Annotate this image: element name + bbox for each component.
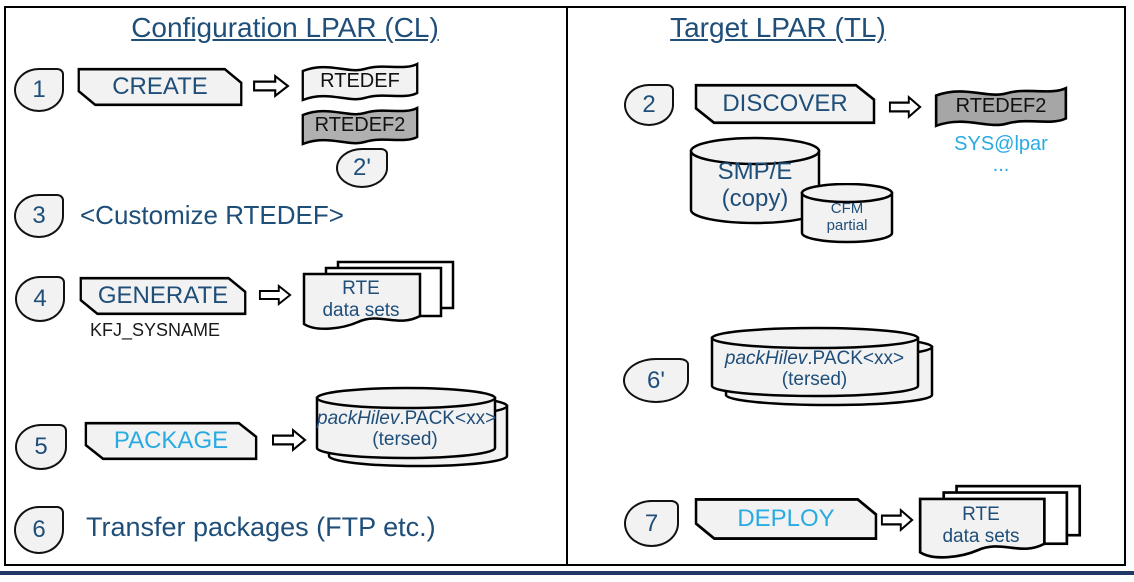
package-cylinder-shape bbox=[315, 386, 509, 468]
step-badge-6: 6 bbox=[14, 506, 64, 554]
arrow-right-icon bbox=[253, 74, 290, 98]
step-badge-4-number: 4 bbox=[33, 285, 47, 312]
step-badge-6-prime: 6' bbox=[623, 358, 689, 403]
transferred-dsn-hilev: packHilev bbox=[724, 348, 808, 369]
deployed-rte-datasets-multidoc-shape bbox=[918, 484, 1082, 559]
cfm-cylinder-shape bbox=[800, 183, 894, 244]
step-badge-6-prime-number: 6' bbox=[647, 366, 665, 394]
process-shape bbox=[84, 421, 258, 461]
right-panel-title: Target LPAR (TL) bbox=[670, 12, 886, 43]
deployed-rte-datasets-label: RTE data sets bbox=[918, 504, 1044, 548]
panel-divider bbox=[566, 6, 568, 566]
smpe-cylinder-shape bbox=[689, 136, 821, 225]
rtedef-document-shape bbox=[301, 62, 419, 102]
transferred-dsn-line2: (tersed) bbox=[781, 369, 848, 390]
smpe-line1: SMP/E bbox=[717, 158, 793, 185]
footer-accent-bar bbox=[0, 571, 1134, 575]
generate-step-shape: GENERATE bbox=[78, 275, 248, 317]
transferred-package-cylinder-label: packHilev.PACK<xx> (tersed) bbox=[712, 348, 917, 390]
transferred-dsn-suffix: .PACK<xx> bbox=[807, 348, 905, 369]
rte-datasets-label: RTE data sets bbox=[302, 278, 420, 322]
generate-button-label: GENERATE bbox=[97, 282, 229, 309]
deploy-step-shape: DEPLOY bbox=[693, 496, 879, 542]
step-badge-2-prime: 2' bbox=[336, 148, 388, 188]
package-dsn-line1: packHilev.PACK<xx> bbox=[317, 408, 497, 429]
rte-datasets-line1: RTE bbox=[342, 278, 380, 299]
transferred-package-cylinder-shape bbox=[710, 326, 934, 407]
left-panel-title: Configuration LPAR (CL) bbox=[131, 12, 439, 43]
rte-datasets-multidoc-shape bbox=[302, 260, 455, 330]
rtedef2-document-label: RTEDEF2 bbox=[314, 114, 406, 136]
rtedef2-document-shape bbox=[301, 106, 419, 146]
step-badge-1: 1 bbox=[14, 68, 64, 112]
process-shape bbox=[77, 67, 243, 107]
step-badge-2-prime-number: 2' bbox=[353, 154, 371, 181]
create-step-shape: CREATE bbox=[76, 66, 244, 108]
transfer-packages-text: Transfer packages (FTP etc.) bbox=[86, 512, 436, 542]
customize-rtedef-text: <Customize RTEDEF> bbox=[80, 200, 344, 230]
process-shape bbox=[79, 276, 247, 316]
rtedef2-discovered-label: RTEDEF2 bbox=[955, 95, 1047, 117]
package-cylinder-label: packHilev.PACK<xx> (tersed) bbox=[317, 408, 497, 450]
deploy-button-label: DEPLOY bbox=[737, 505, 835, 532]
step-badge-7-number: 7 bbox=[644, 509, 659, 537]
deployed-rte-line1: RTE bbox=[962, 504, 1000, 525]
sys-lpar-note: SYS@lpar bbox=[954, 133, 1048, 155]
step-badge-1-number: 1 bbox=[32, 76, 46, 103]
cfm-cylinder-label: CFM partial bbox=[800, 200, 894, 234]
step-badge-5-number: 5 bbox=[34, 433, 48, 460]
discover-button-label: DISCOVER bbox=[722, 90, 848, 117]
rte-datasets-line2: data sets bbox=[322, 300, 400, 321]
cfm-line1: CFM bbox=[830, 200, 864, 217]
rtedef-document-label: RTEDEF bbox=[320, 70, 400, 92]
ellipsis-note: ... bbox=[992, 154, 1010, 176]
rtedef2-discovered-document-shape bbox=[934, 86, 1068, 128]
step-badge-2: 2 bbox=[624, 84, 674, 126]
discover-step-shape: DISCOVER bbox=[693, 82, 877, 126]
step-badge-2-number: 2 bbox=[642, 91, 656, 118]
package-dsn-line2: (tersed) bbox=[372, 429, 438, 450]
step-badge-4: 4 bbox=[15, 276, 65, 322]
step-badge-3-number: 3 bbox=[32, 202, 46, 229]
step-badge-7: 7 bbox=[624, 500, 679, 547]
arrow-right-icon bbox=[888, 95, 922, 119]
cfm-line2: partial bbox=[826, 217, 868, 234]
package-dsn-suffix: .PACK<xx> bbox=[399, 408, 497, 429]
arrow-right-icon bbox=[272, 428, 307, 452]
process-shape bbox=[694, 83, 876, 125]
package-button-label: PACKAGE bbox=[113, 427, 229, 454]
deployed-rte-line2: data sets bbox=[942, 526, 1020, 547]
arrow-right-icon bbox=[880, 508, 914, 532]
create-button-label: CREATE bbox=[112, 73, 208, 100]
step-badge-5: 5 bbox=[15, 424, 67, 470]
step-badge-6-number: 6 bbox=[32, 516, 46, 543]
smpe-line2: (copy) bbox=[721, 185, 789, 212]
process-shape bbox=[694, 498, 878, 540]
outer-border bbox=[4, 6, 1126, 566]
step-badge-3: 3 bbox=[14, 194, 64, 238]
package-dsn-hilev: packHilev bbox=[317, 408, 400, 429]
arrow-right-icon bbox=[258, 284, 292, 306]
kfj-sysname-text: KFJ_SYSNAME bbox=[90, 320, 221, 340]
package-step-shape: PACKAGE bbox=[83, 420, 259, 462]
smpe-cylinder-label: SMP/E (copy) bbox=[688, 158, 822, 212]
transferred-dsn-line1: packHilev.PACK<xx> bbox=[712, 348, 917, 369]
